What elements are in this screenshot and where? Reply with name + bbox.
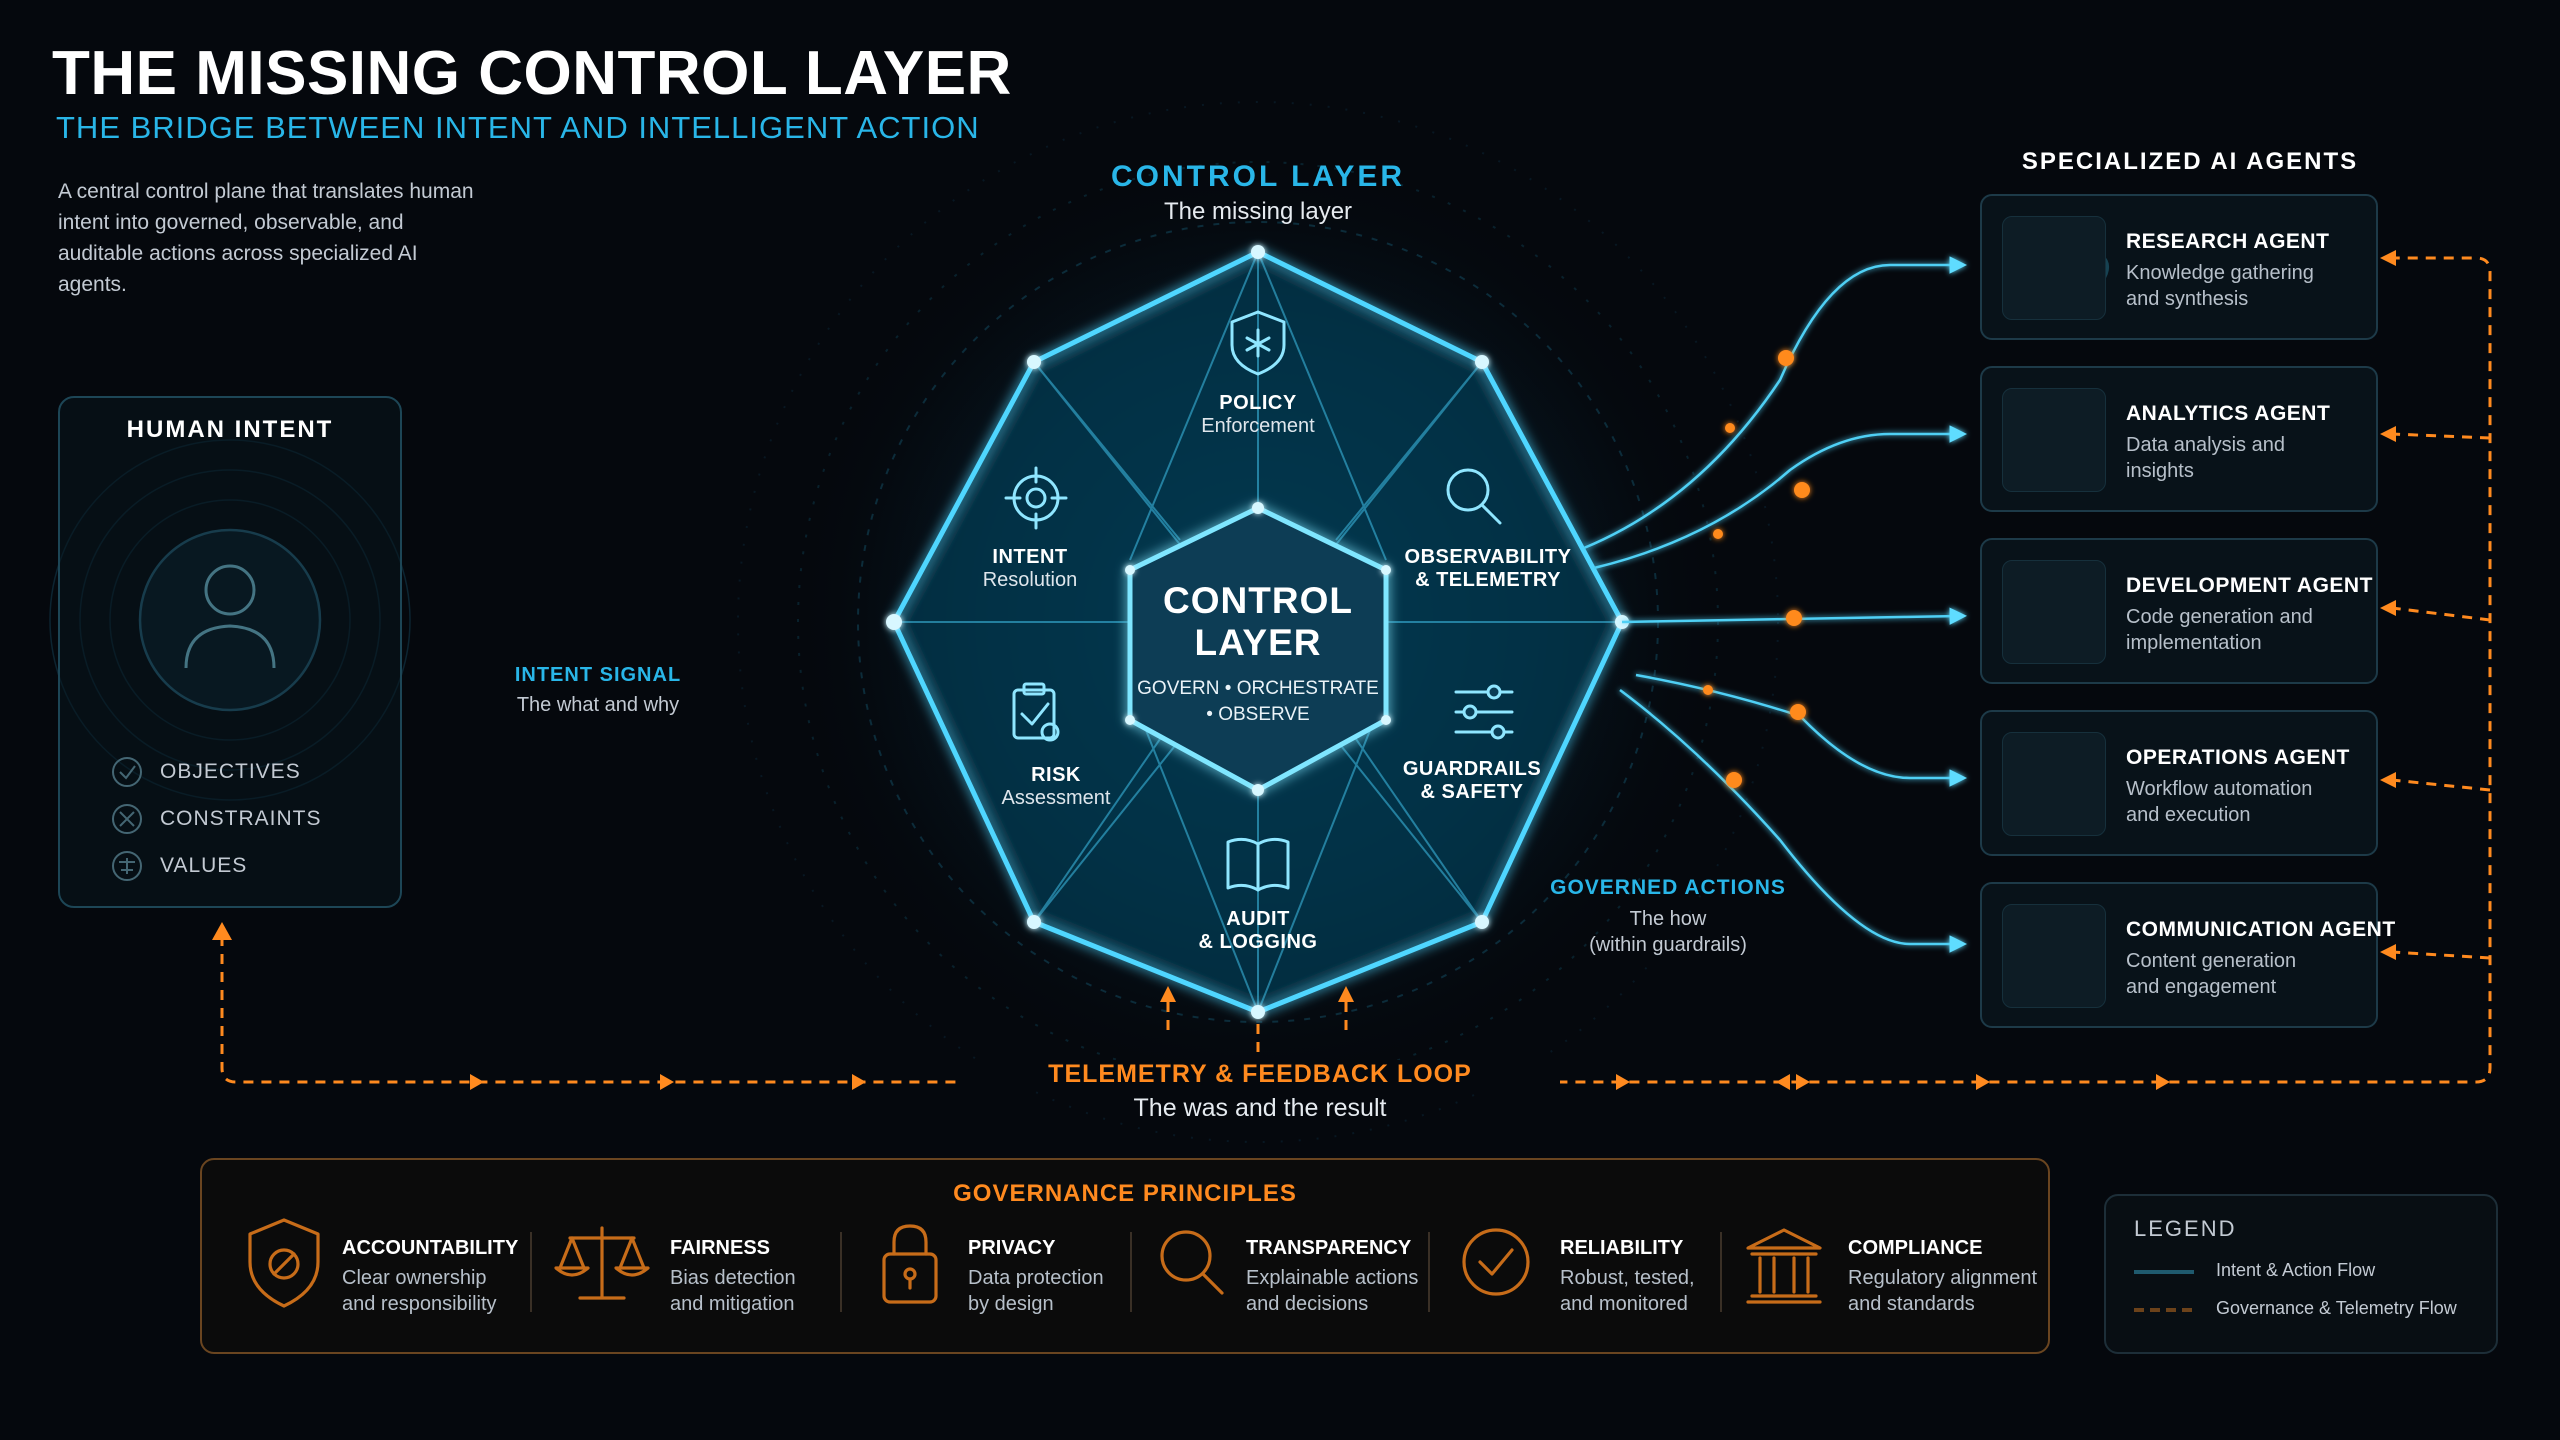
page-subtitle: THE BRIDGE BETWEEN INTENT AND INTELLIGEN… bbox=[56, 110, 980, 145]
governed-actions-title: GOVERNED ACTIONS bbox=[1550, 876, 1786, 899]
agents-title: SPECIALIZED AI AGENTS bbox=[2021, 148, 2359, 175]
padlock-icon bbox=[882, 1224, 938, 1304]
agent-card-analytics[interactable]: ANALYTICS AGENT Data analysis and insigh… bbox=[1980, 366, 2378, 512]
page-description: A central control plane that translates … bbox=[58, 180, 474, 296]
list-item-values: VALUES bbox=[160, 854, 248, 877]
divider bbox=[1428, 1232, 1430, 1312]
shield-slash-icon bbox=[248, 1218, 320, 1308]
action-flow-lines bbox=[1583, 256, 1967, 953]
human-intent-title: HUMAN INTENT bbox=[126, 416, 334, 443]
telemetry-subtitle: The was and the result bbox=[1133, 1094, 1387, 1122]
governance-panel bbox=[200, 1158, 2050, 1354]
telemetry-arrowheads bbox=[212, 250, 2396, 1090]
node-audit: AUDIT & LOGGING bbox=[1198, 908, 1318, 953]
legend-panel bbox=[2104, 1194, 2498, 1354]
legend-title: LEGEND bbox=[2134, 1216, 2237, 1241]
institution-icon bbox=[1746, 1228, 1822, 1304]
target-icon bbox=[1004, 466, 1068, 530]
reliability-check-icon bbox=[1462, 1228, 1530, 1296]
legend-row-intent: Intent & Action Flow bbox=[2216, 1260, 2376, 1280]
node-guardrails: GUARDRAILS & SAFETY bbox=[1402, 758, 1542, 803]
clipboard-check-icon bbox=[1012, 682, 1060, 742]
telemetry-title: TELEMETRY & FEEDBACK LOOP bbox=[960, 1060, 1560, 1089]
scales-icon bbox=[554, 1226, 650, 1300]
magnifier-icon bbox=[1446, 468, 1502, 525]
sliders-icon bbox=[1454, 684, 1514, 740]
page-title: THE MISSING CONTROL LAYER bbox=[52, 39, 1012, 108]
control-layer-title: CONTROL LAYER bbox=[1110, 160, 1406, 193]
list-item-constraints: CONSTRAINTS bbox=[160, 807, 322, 830]
human-intent-panel bbox=[58, 396, 402, 908]
node-observability: OBSERVABILITY & TELEMETRY bbox=[1404, 546, 1572, 591]
node-risk: RISK Assessment bbox=[1001, 764, 1111, 809]
divider bbox=[1720, 1232, 1722, 1312]
node-intent: INTENT Resolution bbox=[982, 546, 1078, 591]
governance-title: GOVERNANCE PRINCIPLES bbox=[953, 1180, 1297, 1207]
shield-icon bbox=[1230, 310, 1286, 376]
intent-signal-title: INTENT SIGNAL bbox=[514, 664, 682, 686]
book-icon bbox=[1226, 837, 1290, 892]
legend-row-governance: Governance & Telemetry Flow bbox=[2216, 1298, 2457, 1318]
divider bbox=[530, 1232, 532, 1312]
list-item-objectives: OBJECTIVES bbox=[160, 760, 301, 783]
agent-card-development[interactable]: DEVELOPMENT AGENT Code generation and im… bbox=[1980, 538, 2378, 684]
transparency-magnifier-icon bbox=[1160, 1230, 1224, 1295]
divider bbox=[1130, 1232, 1132, 1312]
node-policy: POLICY Enforcement bbox=[1201, 392, 1315, 437]
agent-card-communication[interactable]: COMMUNICATION AGENT Content generation a… bbox=[1980, 882, 2395, 1028]
control-layer-subtitle: The missing layer bbox=[1163, 198, 1353, 225]
divider bbox=[840, 1232, 842, 1312]
governed-actions-subtitle: The how bbox=[1629, 908, 1707, 930]
hub-label: CONTROL LAYER GOVERN • ORCHESTRATE • OBS… bbox=[1137, 580, 1379, 725]
agent-card-research[interactable]: RESEARCH AGENT Knowledge gathering and s… bbox=[1980, 194, 2378, 340]
governed-actions-note: (within guardrails) bbox=[1589, 934, 1747, 956]
intent-signal-subtitle: The what and why bbox=[516, 694, 680, 716]
agent-card-operations[interactable]: OPERATIONS AGENT Workflow automation and… bbox=[1980, 710, 2378, 856]
